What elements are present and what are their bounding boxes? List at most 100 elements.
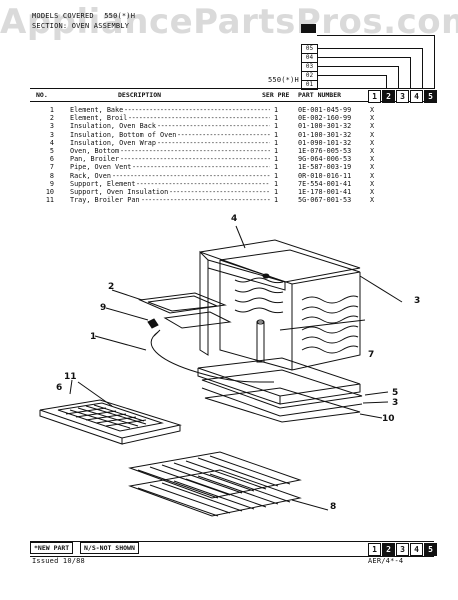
item-part-number: 0E-001-045-99: [298, 106, 352, 114]
item-quantity: 1: [274, 114, 279, 123]
oven-exploded-diagram: [39, 225, 403, 517]
item-mark: X: [370, 187, 375, 196]
header-rule-top: [30, 88, 434, 89]
item-number: 8: [49, 171, 54, 180]
item-number: 1: [49, 106, 54, 114]
item-quantity: 1: [274, 163, 279, 172]
item-part-number: 0E-002-160-99: [298, 114, 352, 123]
leader-dots: ----------------------------------------…: [157, 138, 270, 147]
callout-3-bottom: 3: [392, 398, 399, 408]
page-number-5: 5: [424, 90, 437, 103]
item-mark: X: [370, 163, 375, 172]
item-description: Pipe, Oven Vent: [70, 163, 132, 172]
issued-date: Issued 10/88: [32, 557, 85, 565]
item-mark: X: [370, 106, 375, 114]
callout-1: 1: [90, 332, 97, 342]
item-description: Oven, Bottom: [70, 146, 120, 155]
item-description: Element, Broil: [70, 114, 128, 123]
item-quantity: 1: [274, 106, 279, 114]
leader-dots: ----------------------------------------…: [112, 171, 270, 180]
item-number: 9: [49, 179, 54, 188]
item-mark: X: [370, 171, 375, 180]
section-title: SECTION: OVEN ASSEMBLY: [32, 22, 130, 30]
item-part-number: 5G-067-001-53: [298, 196, 352, 205]
oven-box-right: [291, 272, 361, 371]
item-number: 6: [49, 155, 54, 164]
item-quantity: 1: [274, 130, 279, 139]
item-number: 3: [49, 130, 54, 139]
item-description: Support, Oven Insulation: [70, 187, 169, 196]
item-number: 11: [45, 196, 54, 205]
item-mark: X: [370, 196, 375, 205]
oven-rack: [128, 451, 302, 499]
not-shown-legend: N/S-NOT SHOWN: [80, 542, 139, 554]
col-ser-pre: SER PRE: [262, 91, 290, 99]
callout-11: 11: [64, 372, 77, 382]
item-quantity: 1: [274, 187, 279, 196]
page-number-3: 3: [396, 543, 409, 556]
item-mark: X: [370, 138, 375, 147]
col-no: NO.: [36, 91, 48, 99]
item-description: Element, Bake: [70, 106, 124, 114]
item-quantity: 1: [274, 171, 279, 180]
callout-2: 2: [108, 282, 115, 292]
parts-list: 1 Element, Bake --------------------------…: [30, 106, 434, 204]
oven-box-top: [219, 249, 361, 285]
item-description: Insulation, Oven Wrap: [70, 138, 156, 147]
item-mark: X: [370, 155, 375, 164]
item-number: 5: [49, 146, 54, 155]
item-quantity: 1: [274, 122, 279, 131]
oven-box-front-edge: [219, 260, 293, 371]
item-quantity: 1: [274, 138, 279, 147]
col-part-number: PART NUMBER: [298, 91, 342, 99]
leader-dots: ----------------------------------------…: [128, 114, 270, 123]
callout-9: 9: [100, 303, 107, 313]
page-number-3: 3: [396, 90, 409, 103]
leader-dots: ----------------------------------------…: [177, 130, 270, 139]
item-mark: X: [370, 130, 375, 139]
page-numbers-bottom: 1 2 3 4 5: [368, 543, 437, 556]
serial-bracket-02: [317, 66, 399, 89]
page-number-4: 4: [410, 543, 423, 556]
item-number: 10: [45, 187, 54, 196]
item-part-number: 01-100-301-32: [298, 130, 352, 139]
leader-dots: ----------------------------------------…: [141, 196, 270, 205]
item-part-number: 01-100-301-32: [298, 122, 352, 131]
col-description: DESCRIPTION: [118, 91, 162, 99]
item-quantity: 1: [274, 155, 279, 164]
leader-dots: ----------------------------------------…: [120, 155, 270, 164]
item-quantity: 1: [274, 179, 279, 188]
document-code: AER/4*-4: [368, 557, 404, 565]
footer-rule-top: [30, 541, 434, 542]
item-part-number: 1E-076-005-53: [298, 146, 352, 155]
page-numbers-top: 1 2 3 4 5: [368, 90, 437, 103]
item-part-number: 0R-010-016-11: [298, 171, 352, 180]
item-description: Tray, Broiler Pan: [70, 196, 140, 205]
callout-7: 7: [368, 350, 375, 360]
leader-dots: ----------------------------------------…: [132, 163, 270, 172]
item-description: Support, Element: [70, 179, 136, 188]
serial-bracket-01: [317, 75, 387, 89]
callout-3-back: 3: [414, 296, 421, 306]
footer-rule-bottom: [30, 556, 434, 557]
serial-bracket-05: [317, 35, 435, 89]
item-mark: X: [370, 146, 375, 155]
serial-dark-block: [301, 24, 316, 33]
callout-10: 10: [382, 414, 395, 424]
serial-bracket-04: [317, 48, 423, 89]
item-part-number: 1E-178-001-41: [298, 187, 352, 196]
page-number-4: 4: [410, 90, 423, 103]
item-mark: X: [370, 114, 375, 123]
leader-dots: ----------------------------------------…: [120, 146, 270, 155]
leader-dots: ----------------------------------------…: [136, 179, 270, 188]
serial-label-01: 01: [301, 80, 318, 90]
item-number: 3: [49, 122, 54, 131]
item-part-number: 7E-554-001-41: [298, 179, 352, 188]
item-description: Pan, Broiler: [70, 155, 120, 164]
callout-6: 6: [56, 383, 63, 393]
